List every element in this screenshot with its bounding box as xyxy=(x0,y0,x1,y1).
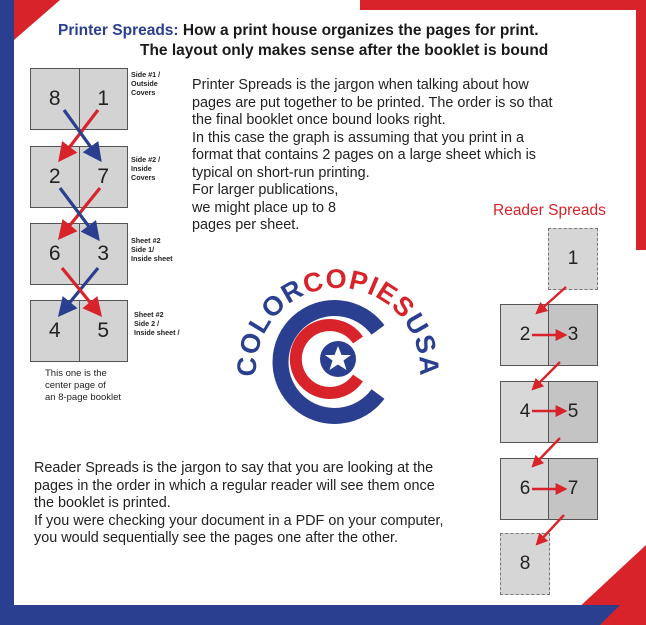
printer-paragraph-line: Printer Spreads is the jargon when talki… xyxy=(192,77,529,93)
reader-paragraph-line: you would sequentially see the pages one… xyxy=(34,530,399,546)
printer-paragraph-line: format that contains 2 pages on a large … xyxy=(192,147,536,163)
reader-arrow-1-to-2 xyxy=(535,286,567,315)
printer-sheet-1: 8 1 xyxy=(30,68,128,130)
sheet-1-label: Side #1 / Outside Covers xyxy=(131,70,161,97)
printer-paragraph-line: In this case the graph is assuming that … xyxy=(192,129,524,146)
reader-arrow-5-to-6 xyxy=(531,437,561,468)
reader-paragraph-line: Reader Spreads is the jargon to say that… xyxy=(34,460,434,476)
arrow-2-to-3 xyxy=(58,187,100,242)
reader-arrow-3-to-4 xyxy=(531,361,561,391)
arrow-7-to-6 xyxy=(57,186,102,240)
sheet-label-line: Side #2 / xyxy=(131,155,161,164)
logo-outer-ring xyxy=(272,300,385,424)
bottom-left-blue-strip xyxy=(14,605,620,625)
printer-paragraph-line: pages per sheet. xyxy=(192,217,300,233)
title-accent: Printer Spreads: xyxy=(58,22,179,39)
reader-page-1: 1 xyxy=(548,228,598,290)
reader-spreads-paragraph: Reader Spreads is the jargon to say that… xyxy=(34,460,444,548)
center-page-note: This one is the center page of an 8-page… xyxy=(45,368,121,404)
printer-spreads-paragraph: Printer Spreads is the jargon when talki… xyxy=(192,77,553,235)
star-icon xyxy=(325,346,351,370)
printer-paragraph-line: pages are put together to be printed. Th… xyxy=(192,94,553,111)
reader-arrow-7-to-8 xyxy=(535,514,565,546)
sheet-label-line: Side 2 / xyxy=(134,318,160,328)
reader-paragraph-line: the booklet is printed. xyxy=(34,495,171,511)
arrow-6-to-5 xyxy=(60,266,103,317)
center-note-line: This one is the xyxy=(45,368,107,379)
title-line-2: The layout only makes sense after the bo… xyxy=(140,42,549,59)
sheet-4-label: Sheet #2 Side 2 / Inside sheet / xyxy=(134,310,180,337)
sheet-label-line: Outside xyxy=(131,78,158,88)
sheet-2-label: Side #2 / Inside Covers xyxy=(131,155,161,182)
printer-sheet-3: 6 3 xyxy=(30,223,128,285)
sheet-page-right: 5 xyxy=(78,301,128,361)
reader-paragraph-line: If you were checking your document in a … xyxy=(34,512,444,529)
sheet-page-left: 8 xyxy=(48,87,61,110)
sheet-page-left: 4 xyxy=(48,319,61,342)
sheet-label-line: Inside sheet xyxy=(131,253,173,263)
reader-spreads-heading: Reader Spreads xyxy=(493,202,606,219)
sheet-label-line: Side 1/ xyxy=(131,244,155,254)
arrow-8-to-7 xyxy=(62,109,102,163)
sheet-page-left: 2 xyxy=(48,165,61,188)
sheet-page-right: 1 xyxy=(78,69,128,129)
sheet-label-line: Inside xyxy=(131,163,152,173)
sheet-label-line: Inside sheet / xyxy=(134,327,180,337)
printer-paragraph-line: the final booklet once bound looks right… xyxy=(192,112,446,128)
logo-middle-ring xyxy=(289,319,363,399)
reader-paragraph-line: pages in the order in which a regular re… xyxy=(34,477,435,494)
sheet-page-right: 7 xyxy=(78,147,128,207)
sheet-label-line: Sheet #2 xyxy=(134,310,164,319)
printer-paragraph-line: we might place up to 8 xyxy=(192,199,336,216)
sheet-page-left: 6 xyxy=(48,242,61,265)
sheet-label-line: Covers xyxy=(131,87,156,97)
sheet-page-right: 3 xyxy=(78,224,128,284)
sheet-label-line: Covers xyxy=(131,172,156,182)
left-red-corner xyxy=(14,0,60,40)
center-note-line: center page of xyxy=(45,380,106,391)
printer-sheet-2: 2 7 xyxy=(30,146,128,208)
sheet-label-line: Sheet #2 xyxy=(131,236,161,245)
title-line-1-rest: How a print house organizes the pages fo… xyxy=(182,22,539,39)
left-blue-band xyxy=(0,0,14,625)
sheet-label-line: Side #1 / xyxy=(131,70,161,79)
sheet-3-label: Sheet #2 Side 1/ Inside sheet xyxy=(131,236,173,263)
title-line-1: Printer Spreads: How a print house organ… xyxy=(58,22,539,40)
printer-paragraph-line: typical on short-run printing. xyxy=(192,164,370,181)
center-note-line: an 8-page booklet xyxy=(45,392,122,403)
printer-paragraph-line: For larger publications, xyxy=(192,182,339,198)
printer-sheet-4: 4 5 xyxy=(30,300,128,362)
